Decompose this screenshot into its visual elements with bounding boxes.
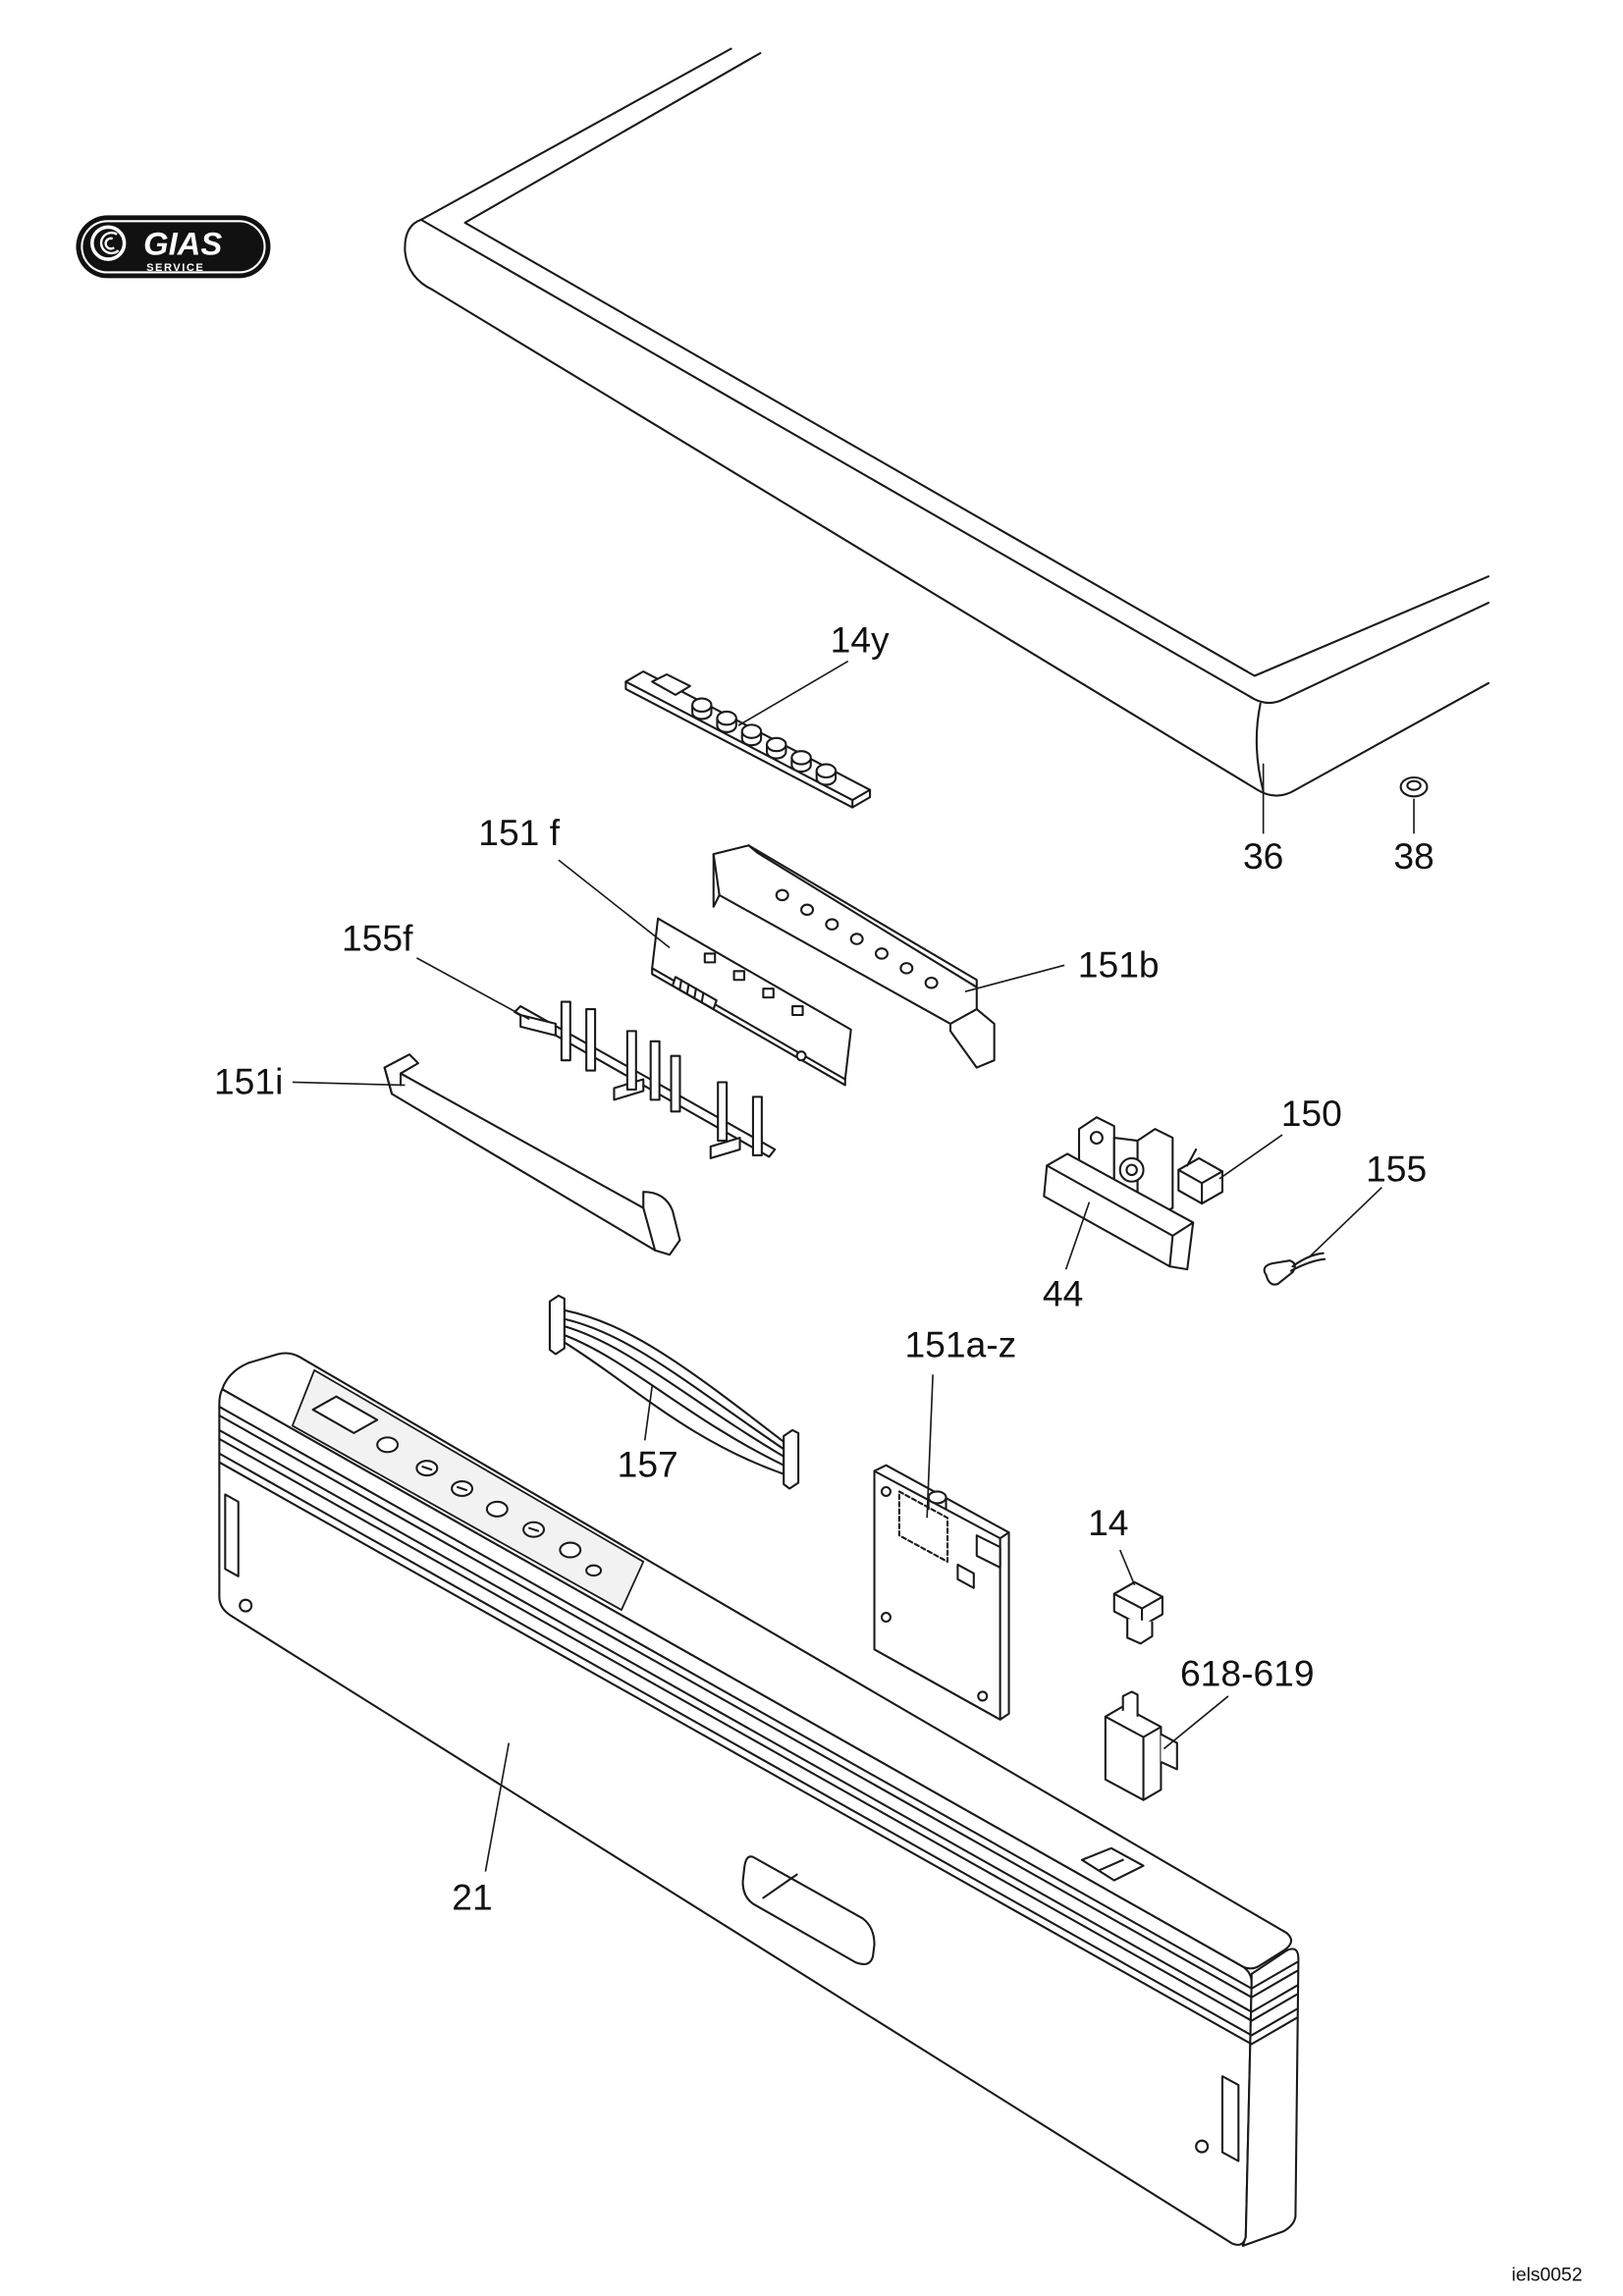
callout-151b: 151b xyxy=(1078,943,1160,985)
callout-151i: 151i xyxy=(214,1060,283,1101)
part-44-front-plate xyxy=(1043,1152,1195,1271)
leader-151b xyxy=(964,964,1065,992)
callout-44: 44 xyxy=(1043,1272,1083,1313)
callout-150: 150 xyxy=(1281,1093,1342,1134)
leader-157 xyxy=(643,1386,653,1441)
callout-151a-z: 151a-z xyxy=(904,1323,1016,1364)
left-slot xyxy=(224,1493,240,1577)
part-151b-bracket xyxy=(712,844,996,1069)
callout-36: 36 xyxy=(1243,835,1283,877)
callout-155f: 155f xyxy=(342,917,413,958)
part-38-washer xyxy=(1399,775,1429,798)
callout-21: 21 xyxy=(452,1876,492,1917)
leader-150 xyxy=(1218,1134,1283,1180)
drawing-code: iels0052 xyxy=(1512,2265,1583,2286)
callout-14: 14 xyxy=(1088,1502,1128,1543)
leader-14y xyxy=(737,660,849,726)
part-36-worktop-panel xyxy=(404,47,1490,797)
swirl-icon xyxy=(90,225,127,261)
part-155f-light-guides xyxy=(514,1000,777,1159)
panel-buttons xyxy=(376,1436,603,1577)
part-151a-z-control-board xyxy=(873,1464,1010,1721)
leader-14 xyxy=(1118,1549,1136,1586)
bracket-holes xyxy=(775,888,939,989)
part-155-lamp xyxy=(1263,1252,1326,1286)
panel-grooves xyxy=(218,1406,1298,2046)
part-21-control-panel xyxy=(218,1352,1300,2247)
callout-157: 157 xyxy=(618,1444,678,1485)
leader-151i xyxy=(292,1081,406,1087)
leader-155 xyxy=(1308,1187,1382,1258)
gias-service-logo: GIAS SERVICE xyxy=(76,215,271,279)
logo-brand-text: GIAS xyxy=(143,226,222,262)
right-slot xyxy=(1220,2075,1240,2163)
part-14y-button-strip xyxy=(624,669,872,809)
callout-618-619: 618-619 xyxy=(1180,1653,1315,1694)
door-handle-recess xyxy=(741,1855,876,1965)
leader-21 xyxy=(484,1742,511,1872)
display-window xyxy=(311,1395,379,1434)
leader-618-619 xyxy=(1163,1695,1229,1750)
leader-151a-z xyxy=(926,1374,934,1519)
part-618-619-switch xyxy=(1104,1690,1178,1801)
leader-155f xyxy=(416,957,530,1021)
callout-155: 155 xyxy=(1366,1148,1427,1190)
strip-buttons xyxy=(691,697,838,786)
part-151i-strip xyxy=(383,1053,681,1256)
leader-151f xyxy=(558,859,671,949)
logo-tagline-text: SERVICE xyxy=(146,262,204,274)
part-14-push-button xyxy=(1112,1580,1163,1645)
leader-44 xyxy=(1064,1201,1091,1270)
callout-14y: 14y xyxy=(831,619,890,661)
callout-151f: 151 f xyxy=(478,812,560,853)
part-151f-circuit-board xyxy=(651,917,852,1087)
callout-38: 38 xyxy=(1393,835,1434,877)
part-157-ribbon-cable xyxy=(548,1294,800,1490)
